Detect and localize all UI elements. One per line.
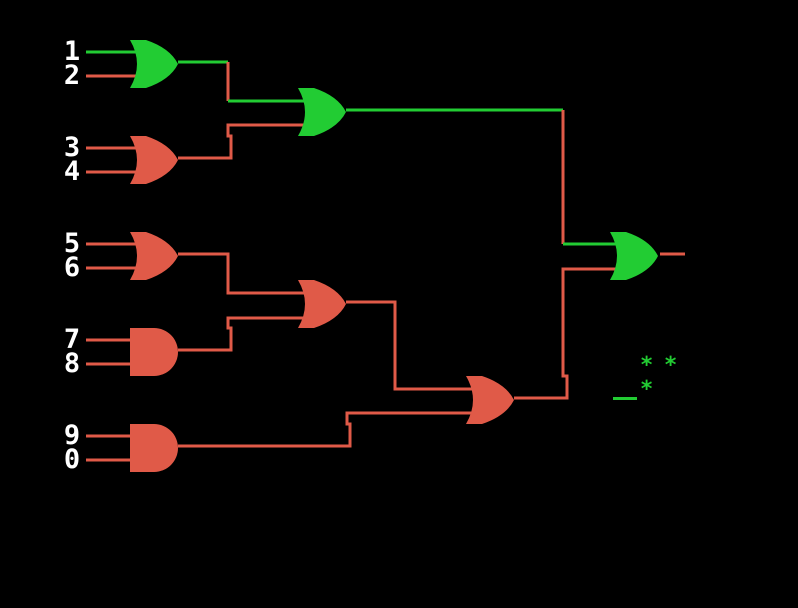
or-gate — [130, 232, 178, 280]
wire — [178, 411, 478, 448]
input-label[interactable]: 8 — [63, 348, 81, 379]
wire — [178, 316, 310, 352]
entry-cursor — [613, 397, 637, 400]
input-label[interactable]: 6 — [63, 252, 81, 283]
input-label[interactable]: 0 — [63, 444, 81, 475]
or-gate — [130, 40, 178, 88]
entry-star: * — [640, 377, 654, 402]
input-label[interactable]: 9 — [63, 420, 81, 451]
entry-star: * — [664, 353, 678, 378]
or-gate — [298, 88, 346, 136]
or-gate — [298, 280, 346, 328]
input-label[interactable]: 3 — [63, 132, 81, 163]
entry-star: * — [640, 353, 654, 378]
or-gate — [466, 376, 514, 424]
input-label[interactable]: 5 — [63, 228, 81, 259]
or-gate — [130, 136, 178, 184]
wire — [346, 300, 478, 391]
and-gate — [130, 328, 178, 376]
input-label[interactable]: 7 — [63, 324, 81, 355]
input-label[interactable]: 4 — [63, 156, 81, 187]
wire — [514, 267, 622, 400]
input-label[interactable]: 1 — [63, 36, 81, 67]
wire — [178, 252, 310, 295]
or-gate — [610, 232, 658, 280]
and-gate — [130, 424, 178, 472]
input-label[interactable]: 2 — [63, 60, 81, 91]
wire — [178, 123, 310, 160]
